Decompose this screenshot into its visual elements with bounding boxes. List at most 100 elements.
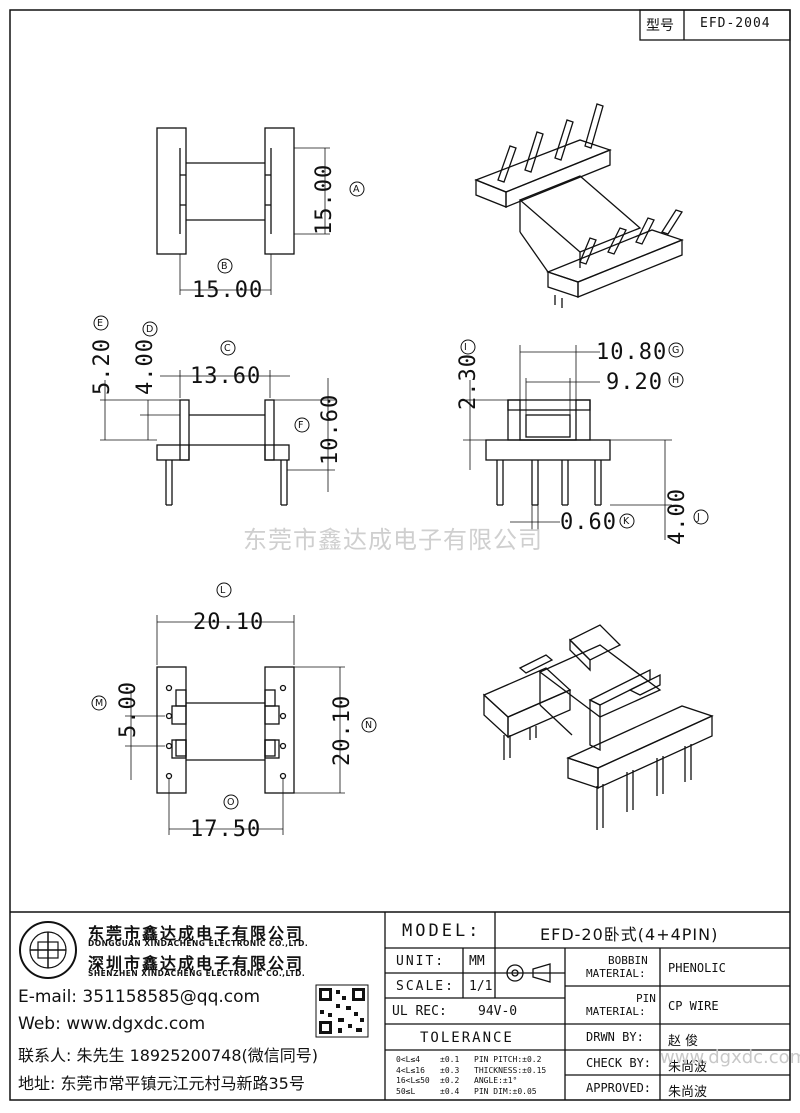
- dim-l-letter: L: [216, 582, 232, 598]
- dim-n-letter: N: [361, 717, 377, 733]
- dim-n-letter-text: N: [365, 720, 373, 731]
- tb-bobbin-label-1: BOBBIN: [608, 954, 648, 967]
- header-model-code: EFD-2004: [700, 16, 771, 31]
- dim-n-value: 20.10: [330, 694, 355, 766]
- tb-tol-values: ±0.1 ±0.3 ±0.2 ±0.4: [440, 1055, 459, 1097]
- dim-h-letter-text: H: [672, 375, 680, 386]
- tb-ul-label: UL REC:: [392, 1004, 447, 1019]
- tb-drawn-label: DRWN BY:: [586, 1030, 644, 1044]
- header-model-label: 型号: [646, 18, 674, 34]
- tol-param-0: PIN PITCH:±0.2: [474, 1055, 542, 1064]
- company-name-en-1: DONGGUAN XINDACHENG ELECTRONIC CO.,LTD.: [88, 939, 309, 948]
- tb-ul-value: 94V-0: [478, 1004, 518, 1019]
- tb-bobbin-value: PHENOLIC: [668, 961, 726, 975]
- tol-range-3: 50≤L: [396, 1086, 416, 1096]
- dim-a-letter-text: A: [353, 184, 360, 195]
- tol-param-1: THICKNESS:±0.15: [474, 1065, 547, 1075]
- dim-h-value: 9.20: [606, 370, 663, 395]
- dim-h-letter: H: [668, 372, 684, 388]
- dim-d-value: 4.00: [133, 338, 158, 395]
- top-view: [156, 127, 330, 295]
- tb-watermark: www.dgxdc.com: [660, 1047, 800, 1068]
- dim-d-letter: D: [142, 321, 158, 337]
- dim-e-letter-text: E: [97, 318, 104, 329]
- tol-range-0: 0<L≤4: [396, 1055, 421, 1064]
- tb-pin-label-1: PIN: [636, 992, 656, 1005]
- tb-bobbin-label: BOBBIN: [608, 954, 648, 967]
- company-name-cn-2: 深圳市鑫达成电子有限公司: [88, 954, 305, 973]
- dim-l-value: 20.10: [193, 610, 265, 635]
- dim-e-letter: E: [93, 315, 109, 331]
- tb-bobbin-label-2: MATERIAL:: [586, 967, 646, 980]
- tb-check-value: 朱尚波: [668, 1060, 708, 1075]
- dim-k-value: 0.60: [560, 510, 617, 535]
- tb-check-label: CHECK BY:: [586, 1056, 652, 1070]
- dim-e-value: 5.20: [90, 338, 115, 395]
- dim-a-letter: A: [349, 181, 365, 197]
- dim-c-value: 13.60: [190, 364, 262, 389]
- dim-o-value: 17.50: [190, 817, 262, 842]
- dim-f-letter-text: F: [298, 420, 304, 431]
- dim-g-value: 10.80: [596, 340, 668, 365]
- bottom-view: [125, 615, 345, 835]
- tol-value-3: ±0.4: [440, 1086, 460, 1096]
- tb-tol-ranges: 0<L≤4 4<L≤16 16<L≤50 50≤L: [396, 1055, 430, 1097]
- dim-i-value: 2.30: [456, 353, 481, 410]
- dim-l-letter-text: L: [220, 585, 226, 596]
- tb-pin-label-2: MATERIAL:: [586, 1005, 646, 1018]
- company-contact: 联系人: 朱先生 18925200748(微信同号): [18, 1046, 319, 1065]
- tol-param-2: ANGLE:±1°: [474, 1076, 518, 1085]
- dim-o-letter: O: [223, 794, 239, 810]
- sheet-border: [9, 9, 791, 1101]
- dim-i-letter-text: I: [464, 342, 467, 353]
- dim-b-letter-text: B: [221, 261, 228, 272]
- side-view: [100, 370, 335, 506]
- company-name-en-2: SHENZHEN XINDACHENG ELECTRONIC CO.,LTD.: [88, 969, 306, 978]
- tb-scale-label: SCALE:: [396, 979, 455, 994]
- tb-unit-value: MM: [469, 954, 485, 969]
- dim-i-letter: I: [460, 339, 476, 355]
- iso-view-1: [474, 103, 684, 308]
- company-address: 地址: 东莞市常平镇元江元村马新路35号: [18, 1074, 305, 1093]
- dim-c-letter: C: [220, 340, 236, 356]
- tol-value-1: ±0.3: [440, 1065, 460, 1075]
- tb-approved-value: 朱尚波: [668, 1085, 708, 1100]
- dim-g-letter-text: G: [672, 345, 680, 356]
- dim-b-letter: B: [217, 258, 233, 274]
- title-block-frame: [10, 911, 790, 1100]
- company-name-cn-1: 东莞市鑫达成电子有限公司: [88, 924, 305, 943]
- tol-value-0: ±0.1: [440, 1055, 460, 1064]
- dim-c-letter-text: C: [224, 343, 231, 354]
- tb-unit-label: UNIT:: [396, 954, 446, 969]
- dim-a-value: 15.00: [312, 163, 337, 235]
- tb-tol-params: PIN PITCH:±0.2 THICKNESS:±0.15 ANGLE:±1°…: [474, 1055, 546, 1097]
- tb-tolerance-label: TOLERANCE: [420, 1030, 514, 1046]
- tb-model-value: EFD-20卧式(4+4PIN): [540, 925, 719, 944]
- dim-m-value: 5.00: [116, 681, 141, 738]
- dim-j-letter-text: J: [697, 512, 700, 523]
- dim-j-value: 4.00: [665, 488, 690, 545]
- dim-b-value: 15.00: [192, 278, 264, 303]
- dim-f-letter: F: [294, 417, 310, 433]
- tb-drawn-value: 赵 俊: [668, 1034, 699, 1049]
- dim-k-letter-text: K: [623, 516, 630, 527]
- iso-view-2: [482, 624, 714, 830]
- company-logo: [19, 921, 77, 979]
- tol-value-2: ±0.2: [440, 1076, 460, 1085]
- tol-range-1: 4<L≤16: [396, 1065, 425, 1075]
- watermark: 东莞市鑫达成电子有限公司: [243, 526, 543, 554]
- header-box: [639, 9, 791, 41]
- dim-m-letter: M: [91, 695, 107, 711]
- dim-j-letter: J: [693, 509, 709, 525]
- dim-m-letter-text: M: [95, 698, 104, 709]
- tol-range-2: 16<L≤50: [396, 1076, 430, 1085]
- company-email[interactable]: E-mail: 351158585@qq.com: [18, 987, 261, 1007]
- company-web[interactable]: Web: www.dgxdc.com: [18, 1014, 206, 1034]
- dim-o-letter-text: O: [227, 797, 235, 808]
- front-view: [463, 345, 672, 540]
- dim-g-letter: G: [668, 342, 684, 358]
- dim-f-value: 10.60: [318, 393, 343, 465]
- tol-param-3: PIN DIM:±0.05: [474, 1086, 537, 1096]
